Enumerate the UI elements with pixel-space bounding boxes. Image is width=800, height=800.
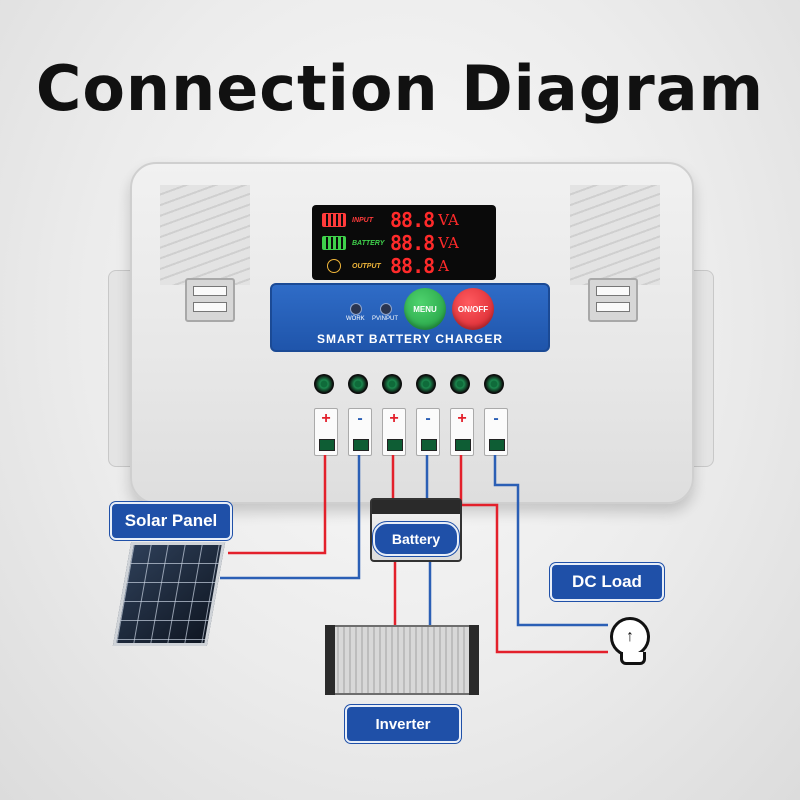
terminal-screw[interactable] — [484, 374, 504, 394]
solar-icon — [322, 213, 346, 227]
load-negative-wire — [493, 455, 608, 627]
display-unit-output: A — [438, 257, 450, 275]
solar-panel-image — [112, 542, 226, 646]
display-row-input: INPUT 88.8 VA — [322, 208, 492, 232]
display-value-output: 88.8 — [390, 254, 435, 278]
solar-positive-wire — [228, 455, 327, 555]
display-row-output: OUTPUT 88.8 A — [322, 254, 492, 278]
work-indicator-label: WORK — [346, 316, 365, 322]
terminal-screw[interactable] — [348, 374, 368, 394]
power-button[interactable]: ON/OFF — [452, 288, 494, 330]
display-row-battery: BATTERY 88.8 VA — [322, 231, 492, 255]
terminal-sign: - — [357, 410, 363, 427]
terminal-socket — [489, 439, 505, 451]
inverter-label: Inverter — [345, 705, 461, 743]
lcd-display: INPUT 88.8 VA BATTERY 88.8 VA OUTPUT 88.… — [312, 205, 496, 280]
inverter-right-cap — [469, 625, 479, 695]
left-cooling-fins — [160, 185, 250, 285]
battery-positive-terminal[interactable]: + — [382, 408, 406, 456]
pvinput-indicator-label: PVINPUT — [372, 316, 399, 322]
load-negative-terminal[interactable]: - — [484, 408, 508, 456]
terminal-screw[interactable] — [382, 374, 402, 394]
terminal-socket — [319, 439, 335, 451]
terminal-screw[interactable] — [314, 374, 334, 394]
terminal-sign: - — [425, 410, 431, 427]
load-positive-terminal[interactable]: + — [450, 408, 474, 456]
control-panel: WORK PVINPUT MENU ON/OFF SMART BATTERY C… — [270, 283, 550, 352]
terminal-socket — [387, 439, 403, 451]
right-usb-port[interactable] — [588, 278, 638, 322]
bulb-base — [620, 652, 646, 665]
solar-panel-label: Solar Panel — [110, 502, 232, 540]
terminal-socket — [455, 439, 471, 451]
solar-negative-terminal[interactable]: - — [348, 408, 372, 456]
display-value-input: 88.8 — [390, 208, 435, 232]
dc-load-label: DC Load — [550, 563, 664, 601]
display-value-battery: 88.8 — [390, 231, 435, 255]
lightbulb-icon — [327, 259, 341, 273]
terminal-sign: - — [493, 410, 499, 427]
work-indicator-led — [350, 303, 362, 315]
battery-top — [372, 500, 460, 514]
terminal-screw[interactable] — [416, 374, 436, 394]
terminal-sign: + — [321, 410, 331, 427]
right-cooling-fins — [570, 185, 660, 285]
battery-negative-terminal[interactable]: - — [416, 408, 440, 456]
terminal-socket — [353, 439, 369, 451]
solar-positive-terminal[interactable]: + — [314, 408, 338, 456]
display-label-input: INPUT — [352, 216, 373, 224]
display-label-output: OUTPUT — [352, 262, 381, 270]
load-positive-wire — [459, 455, 608, 654]
solar-negative-wire — [220, 455, 361, 580]
brand-label: SMART BATTERY CHARGER — [316, 332, 504, 346]
battery-icon — [322, 236, 346, 250]
terminal-sign: + — [457, 410, 467, 427]
display-label-battery: BATTERY — [352, 239, 385, 247]
pvinput-indicator-led — [380, 303, 392, 315]
menu-button[interactable]: MENU — [404, 288, 446, 330]
terminal-sign: + — [389, 410, 399, 427]
display-unit-input: VA — [438, 211, 459, 229]
page-title: Connection Diagram — [35, 52, 765, 125]
inverter-left-cap — [325, 625, 335, 695]
terminal-socket — [421, 439, 437, 451]
battery-label: Battery — [373, 522, 459, 556]
display-unit-battery: VA — [438, 234, 459, 252]
lightbulb-icon: ↑ — [610, 617, 650, 657]
terminal-screw[interactable] — [450, 374, 470, 394]
left-usb-port[interactable] — [185, 278, 235, 322]
inverter-unit — [325, 625, 479, 695]
